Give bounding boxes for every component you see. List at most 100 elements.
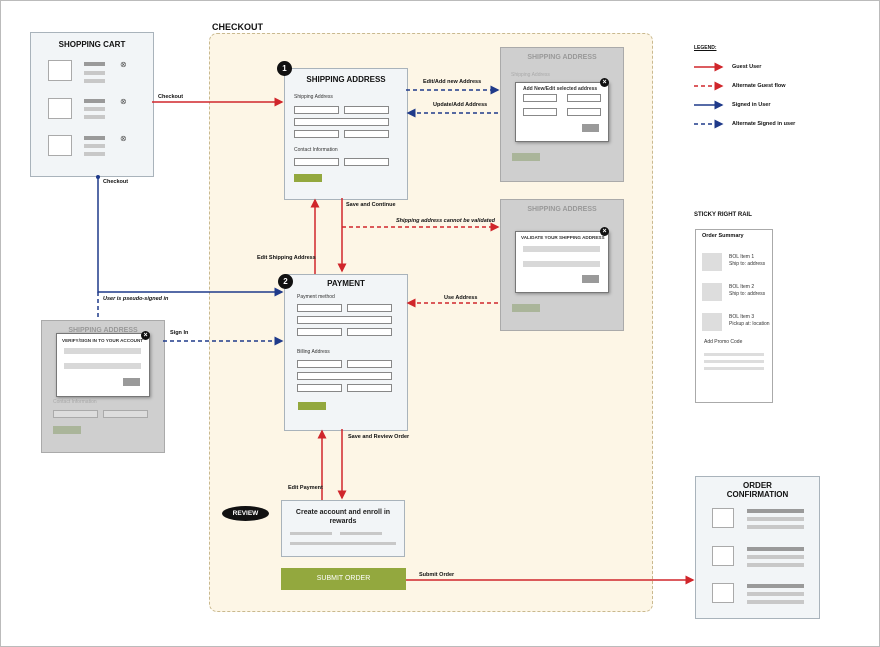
address-field[interactable] — [294, 106, 339, 114]
contact-field[interactable] — [344, 158, 389, 166]
cart-item-line — [84, 99, 105, 103]
modal-field[interactable] — [567, 108, 601, 116]
review-badge: REVIEW — [222, 506, 269, 521]
label-save-review: Save and Review Order — [348, 434, 410, 440]
ghost-shipping-title: SHIPPING ADDRESS — [527, 54, 597, 61]
confirmation-line — [747, 555, 804, 559]
summary-item-thumb — [702, 313, 722, 331]
review-line — [290, 542, 396, 545]
payment-field[interactable] — [297, 328, 342, 336]
legend-label-guest: Guest User — [732, 64, 762, 70]
confirmation-line — [747, 592, 804, 596]
signin-modal-title: VERIFY/SIGN IN TO YOUR ACCOUNT — [62, 338, 144, 343]
order-confirmation-panel: ORDER CONFIRMATION — [695, 476, 820, 619]
payment-field[interactable] — [347, 304, 392, 312]
payment-method-label: Payment method — [297, 294, 335, 300]
remove-item-icon[interactable]: ⊗ — [120, 134, 127, 143]
save-review-button[interactable] — [298, 402, 326, 410]
cart-item-thumb — [48, 60, 72, 81]
submit-order-button[interactable]: SUBMIT ORDER — [281, 568, 406, 590]
ghost-shipping-title: SHIPPING ADDRESS — [527, 206, 597, 213]
ghost-green-button — [512, 304, 540, 312]
summary-item-thumb — [702, 283, 722, 301]
payment-title: PAYMENT — [327, 279, 365, 288]
modal-submit-button[interactable] — [582, 124, 599, 132]
cart-item-thumb — [48, 135, 72, 156]
payment-panel: PAYMENT Payment method Billing Address — [284, 274, 408, 431]
create-account-text: Create account and enroll in rewards — [295, 509, 391, 525]
close-icon[interactable]: × — [600, 78, 609, 87]
review-panel: Create account and enroll in rewards — [281, 500, 405, 557]
close-icon[interactable]: × — [600, 227, 609, 236]
payment-field[interactable] — [297, 316, 392, 324]
billing-address-label: Billing Address — [297, 349, 330, 355]
cart-item-line — [84, 152, 105, 156]
ghost-field — [53, 410, 98, 418]
billing-field[interactable] — [297, 372, 392, 380]
remove-item-icon[interactable]: ⊗ — [120, 60, 127, 69]
edit-address-modal: Add New/Edit selected address — [515, 82, 609, 142]
cart-item-line — [84, 79, 105, 83]
use-address-button[interactable] — [582, 275, 599, 283]
signin-modal: VERIFY/SIGN IN TO YOUR ACCOUNT — [56, 333, 150, 397]
arrow-checkout-signed — [97, 177, 284, 297]
address-field[interactable] — [294, 130, 339, 138]
modal-field[interactable] — [523, 108, 557, 116]
confirmation-line — [747, 563, 804, 567]
summary-line — [704, 367, 764, 370]
order-confirmation-title-1: ORDER — [743, 481, 772, 490]
remove-item-icon[interactable]: ⊗ — [120, 97, 127, 106]
confirmation-item-thumb — [712, 508, 734, 528]
confirmation-line — [747, 525, 804, 529]
contact-field[interactable] — [294, 158, 339, 166]
payment-field[interactable] — [297, 304, 342, 312]
summary-item-thumb — [702, 253, 722, 271]
billing-field[interactable] — [347, 360, 392, 368]
label-pseudo-signed: User is pseudo-signed in — [103, 296, 169, 302]
review-line — [340, 532, 382, 535]
shopping-cart-title: SHOPPING CART — [58, 40, 126, 49]
shipping-address-title: SHIPPING ADDRESS — [306, 75, 386, 84]
payment-field[interactable] — [347, 328, 392, 336]
order-summary-header: Order Summary — [702, 233, 744, 239]
modal-field[interactable] — [567, 94, 601, 102]
cart-item-thumb — [48, 98, 72, 119]
add-promo-code[interactable]: Add Promo Code — [704, 339, 743, 345]
ghost-green-button — [512, 153, 540, 161]
confirmation-item-thumb — [712, 583, 734, 603]
address-field[interactable] — [344, 130, 389, 138]
label-save-continue: Save and Continue — [346, 202, 396, 208]
signin-button[interactable] — [123, 378, 140, 386]
step-1-badge: 1 — [277, 61, 292, 76]
legend-label-alt-signed: Alternate Signed in user — [732, 121, 796, 127]
billing-field[interactable] — [297, 360, 342, 368]
legend-label-alt-guest: Alternate Guest flow — [732, 83, 786, 89]
save-continue-button[interactable] — [294, 174, 322, 182]
cart-item-line — [84, 115, 105, 119]
step-2-badge: 2 — [278, 274, 293, 289]
billing-field[interactable] — [297, 384, 342, 392]
sticky-rail-title: STICKY RIGHT RAIL — [694, 212, 752, 218]
address-field[interactable] — [294, 118, 389, 126]
summary-item-name: BOL Item 3 — [729, 314, 755, 320]
shipping-address-section-label: Shipping Address — [294, 94, 333, 100]
shopping-cart-panel: SHOPPING CART ⊗ ⊗ ⊗ — [30, 32, 154, 177]
contact-info-label: Contact Information — [294, 147, 338, 153]
label-use-address: Use Address — [444, 295, 478, 301]
summary-item-detail: Ship to: address — [729, 261, 766, 267]
confirmation-item-thumb — [712, 546, 734, 566]
signin-line — [64, 348, 141, 354]
label-checkout-guest: Checkout — [158, 94, 184, 100]
address-field[interactable] — [344, 106, 389, 114]
edit-address-modal-title: Add New/Edit selected address — [523, 86, 598, 92]
modal-field[interactable] — [523, 94, 557, 102]
legend: LEGEND: Guest User Alternate Guest flow … — [694, 45, 834, 135]
cart-item-line — [84, 107, 105, 111]
confirmation-line — [747, 547, 804, 551]
close-icon[interactable]: × — [141, 331, 150, 340]
label-checkout-signed: Checkout — [103, 179, 129, 185]
billing-field[interactable] — [347, 384, 392, 392]
ghost-green-button — [53, 426, 81, 434]
confirmation-line — [747, 517, 804, 521]
